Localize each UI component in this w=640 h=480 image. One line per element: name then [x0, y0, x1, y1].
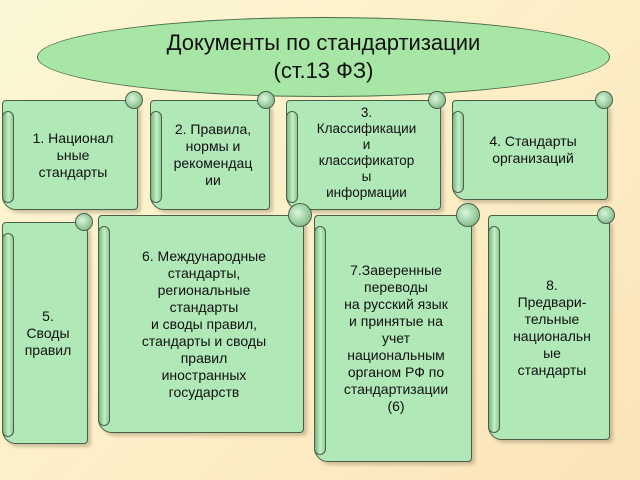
- title-ellipse: Документы по стандартизации (ст.13 ФЗ): [37, 17, 610, 97]
- box-line: иностранных: [161, 366, 247, 383]
- box-line: 4. Стандарты: [489, 133, 577, 149]
- scroll-curl-icon: [257, 91, 275, 109]
- box-line: Классификации: [316, 121, 417, 136]
- box-line: информации: [326, 185, 407, 200]
- box-text: 4. Стандарты организаций: [489, 133, 576, 167]
- box-line: ии: [205, 172, 221, 188]
- box-line: 8.: [546, 276, 558, 293]
- box-line: 1. Национал: [32, 129, 114, 146]
- box-line: 3.: [360, 105, 373, 120]
- box-line: на русский язык: [344, 296, 448, 312]
- box-line: национальн: [513, 327, 591, 344]
- box-text: 7.Заверенные переводы на русский язык и …: [344, 262, 448, 415]
- scroll-box-6: 6. Международные стандарты, региональные…: [98, 203, 312, 433]
- scroll-box-7: 7.Заверенные переводы на русский язык и …: [314, 203, 480, 462]
- box-line: и своды правил,: [150, 315, 258, 332]
- box-line: стандарты и своды: [141, 332, 267, 349]
- box-line: нормы и: [185, 138, 241, 154]
- box-text: 6. Международные стандарты, региональные…: [142, 248, 266, 401]
- box-line: государств: [168, 383, 240, 400]
- box-line: органом РФ по: [347, 364, 445, 380]
- box-text: 3. Классификации и классификатор ы инфор…: [317, 105, 416, 201]
- scroll-box-4: 4. Стандарты организаций: [452, 91, 613, 200]
- scroll-curl-icon: [288, 203, 312, 227]
- box-line: национальным: [347, 347, 445, 363]
- box-line: классификатор: [318, 153, 415, 168]
- scroll-curl-icon: [75, 213, 93, 231]
- box-line: стандарты: [169, 298, 239, 315]
- scroll-box-8: 8. Предвари- тельные национальн ые станд…: [488, 206, 615, 440]
- box-text: 5. Своды правил: [25, 308, 72, 359]
- box-line: стандартизации: [343, 381, 449, 397]
- scroll-box-1: 1. Национал ьные стандарты: [2, 91, 143, 210]
- box-line: правил: [24, 341, 72, 358]
- box-line: тельные: [524, 310, 580, 327]
- box-line: стандарты: [38, 163, 108, 180]
- box-line: рекомендац: [173, 155, 253, 171]
- box-line: (6): [387, 398, 405, 414]
- box-line: 5.: [42, 307, 54, 324]
- box-line: ые: [543, 344, 561, 361]
- box-line: региональные: [157, 281, 251, 298]
- scroll-box-5: 5. Своды правил: [2, 213, 93, 444]
- box-line: ьные: [56, 146, 90, 163]
- box-line: ы: [361, 169, 372, 184]
- box-line: переводы: [364, 279, 428, 295]
- box-text: 1. Национал ьные стандарты: [33, 130, 114, 181]
- scroll-curl-icon: [125, 91, 143, 109]
- box-line: стандарты: [517, 361, 587, 378]
- box-line: и: [362, 137, 371, 152]
- box-line: стандарты,: [167, 264, 241, 281]
- box-line: правил: [180, 349, 228, 366]
- box-line: и принятые на: [349, 313, 443, 329]
- scroll-curl-icon: [597, 206, 615, 224]
- box-line: организаций: [492, 150, 574, 166]
- box-line: Предвари-: [517, 293, 587, 310]
- box-line: 7.Заверенные: [350, 262, 442, 278]
- box-text: 2. Правила, нормы и рекомендац ии: [174, 121, 253, 189]
- box-text: 8. Предвари- тельные национальн ые станд…: [513, 277, 591, 379]
- box-line: 2. Правила,: [174, 121, 252, 137]
- scroll-curl-icon: [595, 91, 613, 109]
- title-line-1: Документы по стандартизации: [166, 30, 481, 55]
- box-line: Своды: [26, 324, 70, 341]
- box-line: учет: [381, 330, 411, 346]
- title-line-2: (ст.13 ФЗ): [273, 58, 374, 83]
- scroll-box-3: 3. Классификации и классификатор ы инфор…: [286, 91, 446, 210]
- scroll-curl-icon: [456, 203, 480, 227]
- scroll-box-2: 2. Правила, нормы и рекомендац ии: [150, 91, 275, 210]
- scroll-curl-icon: [428, 91, 446, 109]
- box-line: 6. Международные: [141, 247, 267, 264]
